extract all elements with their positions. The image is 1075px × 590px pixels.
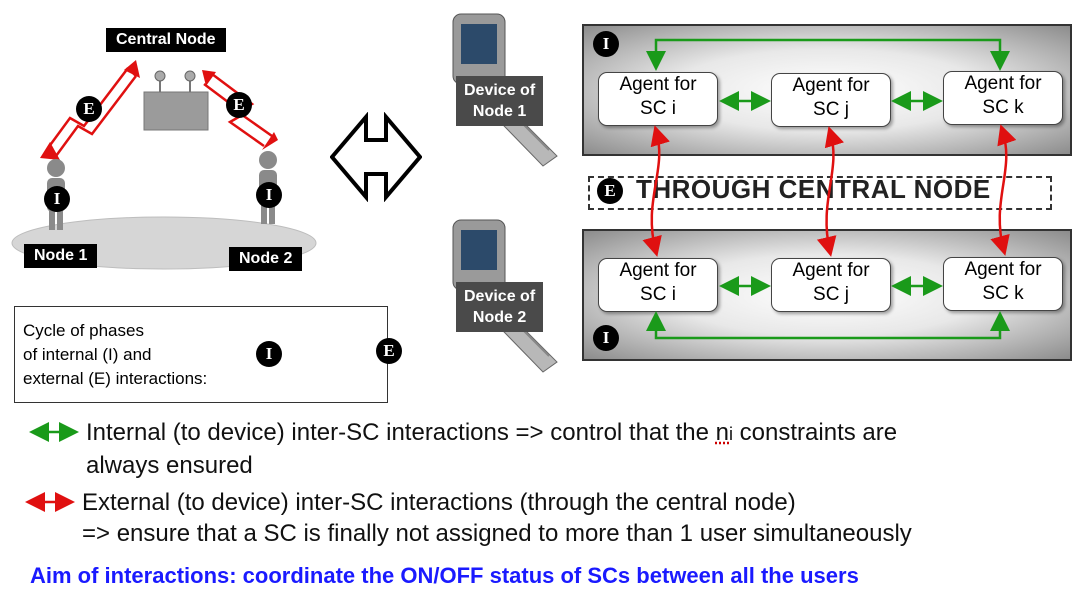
agent-label: Agent for [964, 73, 1042, 94]
agent-label: Agent for [619, 260, 697, 281]
agent-label: Agent for [792, 75, 870, 96]
internal-badge-top-panel: I [593, 31, 619, 57]
agent-label: Agent for [619, 74, 697, 95]
agent-sc: SC k [982, 283, 1024, 304]
node2-label: Node 2 [229, 247, 303, 271]
cycle-external-badge: E [376, 338, 402, 364]
agent-label: Agent for [964, 259, 1042, 280]
agent-sc-j-bottom: Agent for SC j [771, 258, 891, 312]
legend-internal-line2: always ensured [86, 452, 253, 479]
cycle-of-phases-box: Cycle of phases of internal (I) and exte… [14, 306, 402, 403]
device-node1-line1: Device of [464, 82, 536, 99]
agent-sc-j-top: Agent for SC j [771, 73, 891, 127]
cycle-line2: of internal (I) and [23, 345, 152, 364]
external-badge-banner: E [597, 178, 623, 204]
agent-sc-k-bottom: Agent for SC k [943, 257, 1063, 311]
internal-badge-bottom-panel: I [593, 325, 619, 351]
central-node-label: Central Node [106, 28, 226, 52]
red-arrow-sc-j [816, 126, 844, 257]
aim-statement: Aim of interactions: coordinate the ON/O… [30, 563, 859, 588]
legend-internal-line1b: constraints are [733, 419, 898, 446]
double-arrow-icon [330, 112, 422, 202]
legend-external-text: External (to device) inter-SC interactio… [82, 487, 1062, 549]
green-bracket-top [646, 38, 1010, 71]
device-node2-line2: Node 2 [472, 309, 527, 326]
device-node2-label: Device of Node 2 [456, 282, 544, 332]
left-scene: Central Node E E I I Node 1 Node 2 [0, 0, 330, 290]
device-node1-label: Device of Node 1 [456, 76, 544, 126]
legend-internal-text: Internal (to device) inter-SC interactio… [86, 417, 1046, 481]
agent-label: Agent for [792, 260, 870, 281]
agent-sc: SC i [640, 98, 676, 119]
node1-label: Node 1 [24, 244, 98, 268]
internal-badge-node2: I [256, 182, 282, 208]
device-node2-line1: Device of [464, 288, 536, 305]
device-node1-line2: Node 1 [472, 103, 527, 120]
agent-sc-k-top: Agent for SC k [943, 71, 1063, 125]
legend-internal-line1a: Internal (to device) inter-SC interactio… [86, 419, 716, 446]
red-arrow-sc-i [642, 125, 670, 257]
agent-sc: SC i [640, 284, 676, 305]
green-bracket-bottom [646, 311, 1010, 340]
legend-external-line2: => ensure that a SC is finally not assig… [82, 520, 912, 547]
external-badge-left: E [76, 96, 102, 122]
agent-sc: SC k [982, 97, 1024, 118]
external-badge-right: E [226, 92, 252, 118]
cycle-line1: Cycle of phases [23, 321, 144, 340]
agent-sc: SC j [813, 284, 849, 305]
internal-badge-node1: I [44, 186, 70, 212]
legend-internal-n: n [715, 419, 730, 446]
legend-external-line1: External (to device) inter-SC interactio… [82, 489, 796, 516]
cycle-internal-badge: I [256, 341, 282, 367]
cycle-line3: external (E) interactions: [23, 369, 208, 388]
agent-sc-i-top: Agent for SC i [598, 72, 718, 126]
through-central-node-text: THROUGH CENTRAL NODE [636, 174, 991, 204]
agent-sc: SC j [813, 99, 849, 120]
red-arrow-sc-k [990, 124, 1017, 256]
cycle-description: Cycle of phases of internal (I) and exte… [23, 319, 268, 391]
legend-internal-i: i [729, 424, 734, 444]
